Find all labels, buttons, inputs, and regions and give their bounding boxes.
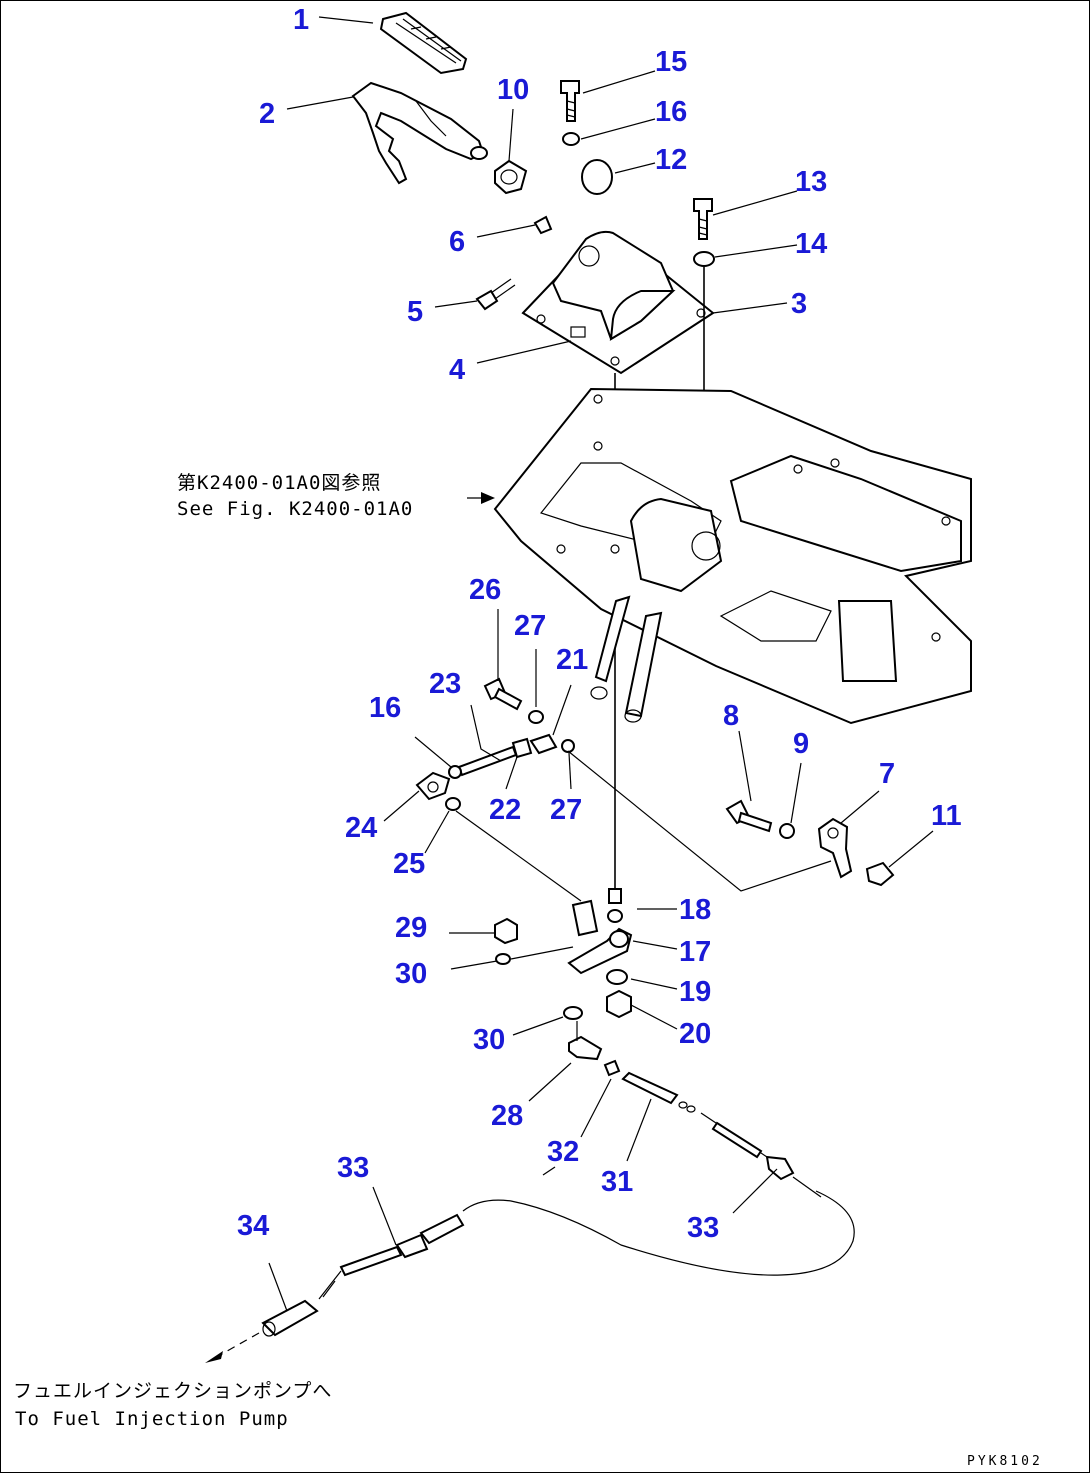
nut-21-part xyxy=(529,733,558,755)
nut-32-part xyxy=(603,1059,621,1077)
clip-6-part xyxy=(533,215,553,235)
callout-20: 20 xyxy=(679,1018,711,1050)
callout-30-upper: 30 xyxy=(395,958,427,990)
callout-27-lower: 27 xyxy=(550,794,582,826)
callout-25: 25 xyxy=(393,848,425,880)
callout-24: 24 xyxy=(345,812,377,844)
bolt-8-part xyxy=(725,799,773,833)
bolt-26-part xyxy=(483,677,523,711)
washer-19-part xyxy=(606,969,628,985)
nut-29-part xyxy=(494,917,518,945)
pedal-lever-part xyxy=(351,81,488,185)
cap-part xyxy=(581,159,613,195)
bolt-15-part xyxy=(560,80,580,122)
washer-9-part xyxy=(779,823,795,839)
direction-arrow-head xyxy=(205,1351,223,1363)
callout-16-lower: 16 xyxy=(369,692,401,724)
link-line-lever xyxy=(567,750,832,892)
callout-31: 31 xyxy=(601,1166,633,1198)
callout-33-right: 33 xyxy=(687,1212,719,1244)
callout-14: 14 xyxy=(795,228,827,260)
pin-18-part xyxy=(608,888,622,904)
callout-29: 29 xyxy=(395,912,427,944)
callout-6: 6 xyxy=(449,226,465,258)
callout-11: 11 xyxy=(931,800,962,832)
callout-2: 2 xyxy=(259,98,275,130)
link-line-arm xyxy=(455,810,582,902)
callout-21: 21 xyxy=(556,644,588,676)
callout-19: 19 xyxy=(679,976,711,1008)
callout-5: 5 xyxy=(407,296,423,328)
washer-30-upper-part xyxy=(495,953,511,965)
callout-10: 10 xyxy=(497,74,529,106)
link-line-30 xyxy=(510,946,574,960)
rod-23-part xyxy=(457,745,518,777)
pedal-bracket-part xyxy=(521,230,715,375)
callout-32: 32 xyxy=(547,1136,579,1168)
callout-3: 3 xyxy=(791,288,807,320)
callout-16-top: 16 xyxy=(655,96,687,128)
reference-note-en: See Fig. K2400-01A0 xyxy=(177,498,413,520)
destination-note-en: To Fuel Injection Pump xyxy=(15,1408,289,1430)
callout-17: 17 xyxy=(679,936,711,968)
callout-8: 8 xyxy=(723,700,739,732)
callout-27-upper: 27 xyxy=(514,610,546,642)
callout-28: 28 xyxy=(491,1100,523,1132)
callout-22: 22 xyxy=(489,794,521,826)
washer-27-lower-part xyxy=(561,739,575,753)
destination-note-jp: フュエルインジェクションポンプへ xyxy=(13,1380,332,1402)
callout-7: 7 xyxy=(879,758,895,790)
drawing-code: PYK8102 xyxy=(967,1454,1043,1469)
callout-4: 4 xyxy=(449,354,465,386)
control-cable-part xyxy=(318,1112,855,1300)
washer-14-part xyxy=(693,251,715,267)
ball-joint-24-part xyxy=(415,771,451,801)
screw-5-part xyxy=(475,278,516,311)
leader-lines xyxy=(268,16,934,1312)
floor-plate-part xyxy=(493,387,972,725)
joint-31-part xyxy=(621,1071,696,1113)
washer-16-lower-part xyxy=(448,765,462,779)
end-fitting-34-part xyxy=(261,1299,319,1337)
washer-30-lower-part xyxy=(563,1006,583,1020)
callout-1: 1 xyxy=(293,4,309,36)
ball-joint-28-part xyxy=(568,1021,603,1061)
callout-30-lower: 30 xyxy=(473,1024,505,1056)
callout-23: 23 xyxy=(429,668,461,700)
callout-18: 18 xyxy=(679,894,711,926)
pedal-pad-part xyxy=(379,11,468,75)
arm-17-upper-part xyxy=(571,899,599,937)
callout-15: 15 xyxy=(655,46,687,78)
lever-7-part xyxy=(817,817,853,879)
reference-note-jp: 第K2400-01A0図参照 xyxy=(177,472,381,494)
callout-12: 12 xyxy=(655,144,687,176)
reference-arrow-head xyxy=(481,492,495,504)
bolt-13-part xyxy=(693,198,713,240)
bushing-11-part xyxy=(865,861,895,887)
callout-34: 34 xyxy=(237,1210,269,1242)
callout-13: 13 xyxy=(795,166,827,198)
callout-labels: 1 2 3 4 5 6 7 8 9 10 11 12 13 14 15 16 1… xyxy=(237,4,962,1244)
callout-9: 9 xyxy=(793,728,809,760)
nut-20-part xyxy=(606,989,632,1019)
callout-33-left: 33 xyxy=(337,1152,369,1184)
arm-17-part xyxy=(567,927,633,975)
washer-27-upper-part xyxy=(528,710,544,724)
collar-18-part xyxy=(607,909,623,923)
washer-25-part xyxy=(445,797,461,811)
washer-16-top-part xyxy=(562,132,580,146)
callout-26: 26 xyxy=(469,574,501,606)
bushing-part xyxy=(494,159,528,195)
